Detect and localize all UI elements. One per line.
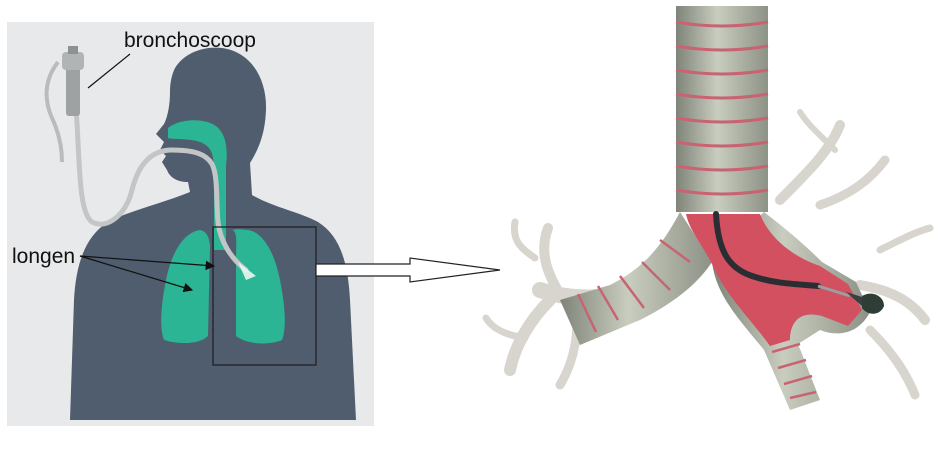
body-panel bbox=[7, 22, 374, 426]
scope-handle bbox=[66, 64, 80, 116]
left-main-bronchus bbox=[560, 212, 712, 345]
target-lesion bbox=[862, 294, 884, 314]
scope-eyepiece bbox=[68, 46, 78, 54]
right-main-bronchus bbox=[686, 212, 870, 410]
airway-illustration bbox=[486, 6, 930, 410]
trachea bbox=[676, 6, 768, 212]
bronchoscope-label: bronchoscoop bbox=[124, 30, 256, 51]
scope-control-head bbox=[62, 52, 84, 70]
lungs-label: longen bbox=[12, 246, 75, 267]
